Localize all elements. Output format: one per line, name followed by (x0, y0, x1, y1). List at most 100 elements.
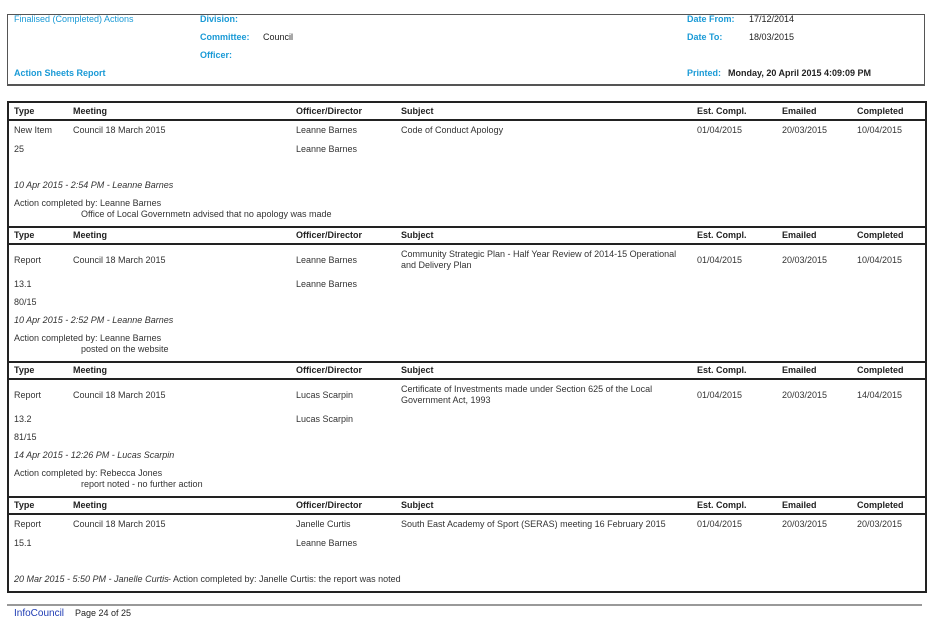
header-divider (9, 513, 925, 515)
cell-resolution-number: 81/15 (14, 432, 37, 442)
cell-emailed: 20/03/2015 (782, 255, 828, 265)
cell-type: New Item (14, 125, 53, 135)
cell-officer: Leanne Barnes (296, 255, 358, 265)
cell-meeting: Council 18 March 2015 (73, 390, 166, 400)
footer-divider (7, 604, 922, 606)
cell-officer-secondary: Lucas Scarpin (296, 414, 354, 424)
column-header-subject: Subject (401, 365, 434, 375)
cell-subject: South East Academy of Sport (SERAS) meet… (401, 519, 666, 529)
report-header (7, 14, 925, 86)
header-divider (9, 119, 925, 121)
column-header-emailed: Emailed (782, 230, 817, 240)
column-header-completed: Completed (857, 230, 904, 240)
cell-est-compl: 01/04/2015 (697, 255, 743, 265)
column-header-emailed: Emailed (782, 500, 817, 510)
action-note: Office of Local Governmetn advised that … (81, 209, 332, 219)
cell-meeting: Council 18 March 2015 (73, 255, 166, 265)
cell-item-number: 13.1 (14, 279, 32, 289)
printed-value: Monday, 20 April 2015 4:09:09 PM (728, 68, 872, 78)
column-header-officer: Officer/Director (296, 230, 363, 240)
column-header-completed: Completed (857, 500, 904, 510)
cell-subject: Certificate of Investments made under Se… (401, 384, 653, 405)
header-divider (9, 378, 925, 380)
column-header-subject: Subject (401, 106, 434, 116)
completed-by: Action completed by: Leanne Barnes (14, 333, 162, 343)
cell-emailed: 20/03/2015 (782, 519, 828, 529)
cell-est-compl: 01/04/2015 (697, 125, 743, 135)
action-note: report noted - no further action (81, 479, 203, 489)
date-from-label: Date From: (687, 14, 735, 24)
column-header-completed: Completed (857, 106, 904, 116)
action-record: Type Meeting Officer/Director Subject Est. C… (9, 361, 925, 497)
footer-page-number: Page 24 of 25 (75, 608, 132, 618)
cell-resolution-number: 80/15 (14, 297, 37, 307)
cell-completed: 20/03/2015 (857, 519, 903, 529)
cell-type: Report (14, 519, 42, 529)
log-entry: 20 Mar 2015 - 5:50 PM - Janelle Curtis (14, 574, 169, 584)
log-completion-text: - Action completed by: Janelle Curtis: t… (168, 574, 401, 584)
header-divider (9, 243, 925, 245)
column-header-emailed: Emailed (782, 365, 817, 375)
cell-type: Report (14, 255, 42, 265)
report-type: Finalised (Completed) Actions (14, 14, 134, 24)
cell-officer: Janelle Curtis (296, 519, 351, 529)
column-header-completed: Completed (857, 365, 904, 375)
column-header-officer: Officer/Director (296, 106, 363, 116)
section-divider (9, 496, 925, 498)
cell-completed: 10/04/2015 (857, 255, 903, 265)
column-header-meeting: Meeting (73, 230, 108, 240)
cell-est-compl: 01/04/2015 (697, 390, 743, 400)
cell-type: Report (14, 390, 42, 400)
footer-brand: InfoCouncil (14, 608, 65, 619)
column-header-est_compl: Est. Compl. (697, 500, 747, 510)
column-header-emailed: Emailed (782, 106, 817, 116)
date-to-value: 18/03/2015 (749, 32, 795, 42)
printed-label: Printed: (687, 68, 722, 78)
column-header-officer: Officer/Director (296, 500, 363, 510)
column-header-est_compl: Est. Compl. (697, 230, 747, 240)
section-divider (9, 226, 925, 228)
division-label: Division: (200, 14, 239, 24)
column-header-type: Type (14, 230, 35, 240)
cell-subject: Code of Conduct Apology (401, 125, 504, 135)
column-header-meeting: Meeting (73, 365, 108, 375)
column-header-subject: Subject (401, 500, 434, 510)
log-entry: 14 Apr 2015 - 12:26 PM - Lucas Scarpin (14, 450, 175, 460)
column-header-est_compl: Est. Compl. (697, 365, 747, 375)
action-record: Type Meeting Officer/Director Subject Est. C… (9, 103, 925, 227)
cell-completed: 10/04/2015 (857, 125, 903, 135)
cell-officer: Lucas Scarpin (296, 390, 354, 400)
completed-by: Action completed by: Leanne Barnes (14, 198, 162, 208)
committee-value: Council (263, 32, 294, 42)
column-header-est_compl: Est. Compl. (697, 106, 747, 116)
cell-officer-secondary: Leanne Barnes (296, 279, 358, 289)
section-divider (9, 361, 925, 363)
committee-label: Committee: (200, 32, 250, 42)
completed-by: Action completed by: Rebecca Jones (14, 468, 163, 478)
action-note: posted on the website (81, 344, 169, 354)
cell-officer: Leanne Barnes (296, 125, 358, 135)
cell-officer-secondary: Leanne Barnes (296, 144, 358, 154)
log-entry: 10 Apr 2015 - 2:54 PM - Leanne Barnes (14, 180, 174, 190)
date-to-label: Date To: (687, 32, 723, 42)
column-header-meeting: Meeting (73, 106, 108, 116)
report-name: Action Sheets Report (14, 68, 106, 78)
column-header-type: Type (14, 500, 35, 510)
date-from-value: 17/12/2014 (749, 14, 795, 24)
cell-emailed: 20/03/2015 (782, 125, 828, 135)
cell-item-number: 25 (14, 144, 25, 154)
cell-meeting: Council 18 March 2015 (73, 519, 166, 529)
log-entry: 10 Apr 2015 - 2:52 PM - Leanne Barnes (14, 315, 174, 325)
officer-label: Officer: (200, 50, 233, 60)
cell-item-number: 15.1 (14, 538, 32, 548)
column-header-type: Type (14, 365, 35, 375)
cell-meeting: Council 18 March 2015 (73, 125, 166, 135)
cell-subject: Community Strategic Plan - Half Year Rev… (401, 249, 677, 270)
column-header-type: Type (14, 106, 35, 116)
cell-item-number: 13.2 (14, 414, 32, 424)
column-header-officer: Officer/Director (296, 365, 363, 375)
cell-completed: 14/04/2015 (857, 390, 903, 400)
cell-officer-secondary: Leanne Barnes (296, 538, 358, 548)
